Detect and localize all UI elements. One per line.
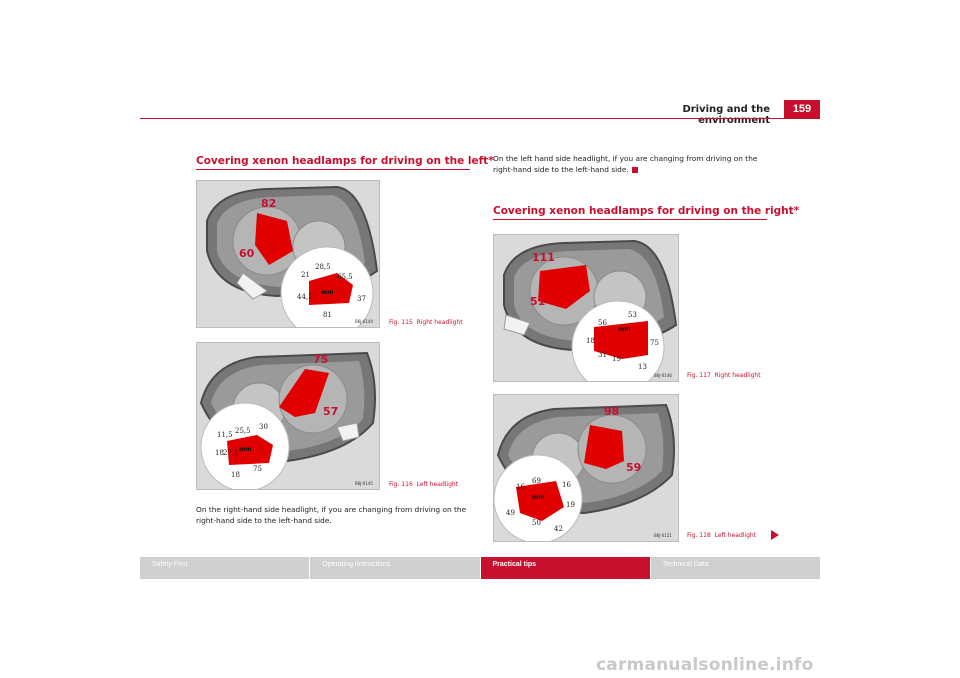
body-text-left-headlight: On the left hand side headlight, if you … — [493, 153, 779, 175]
fig117-dim-2: 53 — [628, 311, 637, 319]
fig116-caption-number: Fig. 116 — [389, 481, 413, 488]
fig117-caption-text: Right headlight — [714, 372, 761, 379]
section-heading-left-driving: Covering xenon headlamps for driving on … — [196, 155, 494, 167]
fig118-code: B6J-0151 — [654, 533, 672, 538]
fig116-code: B6J-0145 — [355, 481, 373, 486]
fig115-caption: Fig. 115 Right headlight — [389, 319, 463, 326]
tab-safety-first[interactable]: Safety First — [140, 557, 310, 579]
fig118-caption-number: Fig. 118 — [687, 532, 711, 539]
section-heading-right-driving: Covering xenon headlamps for driving on … — [493, 205, 800, 217]
end-of-section-marker — [631, 167, 638, 173]
fig118-unit: mm — [532, 494, 545, 501]
fig116-dim-6: 75 — [253, 465, 262, 473]
tab-practical-tips[interactable]: Practical tips — [479, 557, 650, 579]
fig117-dim-1: 56 — [598, 319, 607, 327]
fig118-dim-5: 49 — [506, 509, 515, 517]
fig118-dim-1: 69 — [532, 477, 541, 485]
fig117-code: B6J-0146 — [654, 373, 672, 378]
fig115-dim-2: 65,5 — [337, 273, 353, 281]
footer-nav: Safety First Operating instructions Prac… — [140, 557, 820, 579]
fig116-dim-3: 30 — [259, 423, 268, 431]
fig116-dim-4: 18 — [215, 449, 224, 457]
fig117-dim-6: 19 — [612, 355, 621, 363]
fig116-angle-label-a: 75 — [313, 353, 328, 366]
fig115-angle-label-a: 82 — [261, 197, 276, 210]
fig117-dim-3: 18 — [586, 337, 595, 345]
fig118-dim-6: 50 — [532, 519, 541, 527]
fig118-dim-2: 16 — [516, 483, 525, 491]
fig115-dim-3: 21 — [301, 271, 310, 279]
fig118-angle-label-a: 98 — [604, 405, 619, 418]
tab-operating-instructions[interactable]: Operating instructions — [309, 557, 480, 579]
fig116-dim-1: 11,5 — [217, 431, 233, 439]
figure-115-right-headlight: 82 60 28,5 65,5 21 44,5 37 81 mm B6J-014… — [196, 180, 380, 328]
fig117-unit: mm — [618, 326, 631, 333]
body-text-right-headlight: On the right-hand side headlight, if you… — [196, 505, 467, 525]
header-rule — [140, 118, 820, 119]
fig115-dim-5: 37 — [357, 295, 366, 303]
fig115-dim-4: 44,5 — [297, 293, 313, 301]
fig115-code: B6J-0144 — [355, 319, 373, 324]
fig117-angle-label-b: 51 — [530, 295, 545, 308]
running-header-title: Driving and the environment — [682, 104, 770, 126]
fig115-dim-1: 28,5 — [315, 263, 331, 271]
fig116-caption: Fig. 116 Left headlight — [389, 481, 458, 488]
figure-118-left-headlight: 98 59 69 16 16 19 49 50 42 mm B6J-0151 — [493, 394, 679, 542]
fig116-angle-label-b: 57 — [323, 405, 338, 418]
fig118-angle-label-b: 59 — [626, 461, 641, 474]
section-heading-rule — [196, 169, 470, 170]
fig117-caption-number: Fig. 117 — [687, 372, 711, 379]
fig116-dim-7: 18 — [231, 471, 240, 479]
fig116-unit: mm — [239, 446, 252, 453]
fig118-dim-4: 19 — [566, 501, 575, 509]
fig115-unit: mm — [321, 289, 334, 296]
fig117-angle-label-a: 111 — [532, 251, 555, 264]
section-heading-rule — [493, 219, 767, 220]
fig115-caption-number: Fig. 115 — [389, 319, 413, 326]
fig115-caption-text: Right headlight — [416, 319, 463, 326]
figure-117-right-headlight: 111 51 56 53 18 75 31 19 13 mm B6J-0146 — [493, 234, 679, 382]
fig118-dim-3: 16 — [562, 481, 571, 489]
intro-text: On the left hand side headlight, if you … — [493, 154, 758, 174]
fig116-caption-text: Left headlight — [416, 481, 459, 488]
fig118-caption-text: Left headlight — [714, 532, 757, 539]
figure-116-left-headlight: 75 57 11,5 25,5 30 18 27,5 75 18 mm B6J-… — [196, 342, 380, 490]
watermark: carmanualsonline.info — [596, 655, 814, 675]
fig118-caption: Fig. 118 Left headlight — [687, 532, 756, 539]
fig116-dim-2: 25,5 — [235, 427, 251, 435]
fig117-caption: Fig. 117 Right headlight — [687, 372, 761, 379]
tab-technical-data[interactable]: Technical Data — [649, 557, 820, 579]
page-number: 159 — [784, 100, 820, 119]
fig116-dim-5: 27,5 — [223, 449, 239, 457]
fig117-dim-4: 75 — [650, 339, 659, 347]
fig115-angle-label-b: 60 — [239, 247, 255, 260]
fig115-dim-6: 81 — [323, 311, 332, 319]
fig117-dim-5: 31 — [598, 351, 607, 359]
continue-arrow-icon — [771, 530, 779, 540]
fig118-dim-7: 42 — [554, 525, 563, 533]
fig117-dim-7: 13 — [638, 363, 647, 371]
